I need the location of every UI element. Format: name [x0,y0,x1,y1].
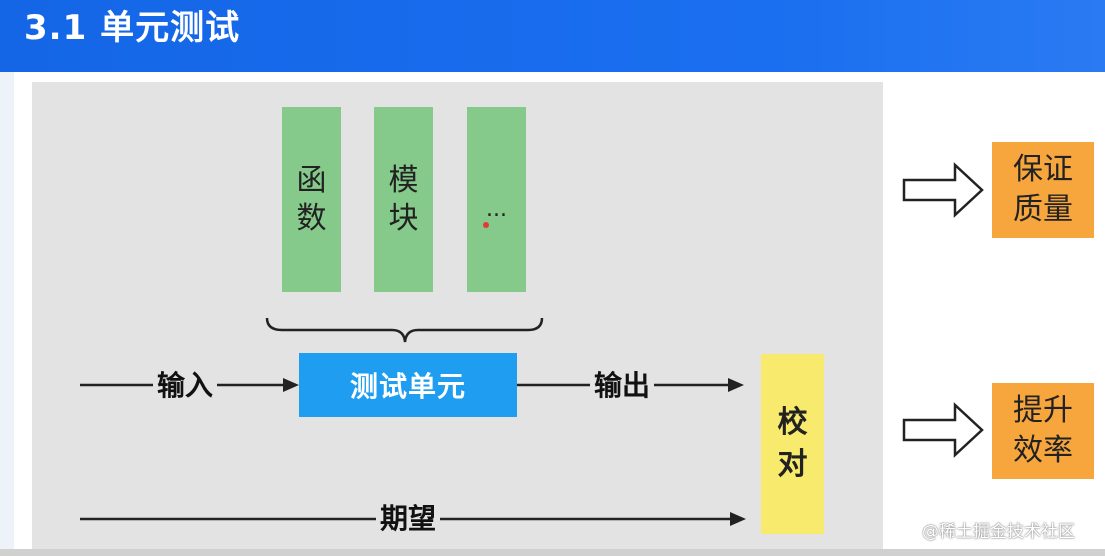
check-box: 校 对 [761,354,824,534]
cursor-dot [483,222,489,228]
function-box: 函 数 [282,107,341,292]
watermark: @稀土掘金技术社区 [922,522,1075,542]
input-label: 输入 [153,370,218,402]
group-brace [265,317,544,343]
efficiency-box: 提升 效率 [992,383,1094,479]
check-char-2: 对 [777,447,808,482]
more-ellipsis: ... [486,197,507,222]
check-char-1: 校 [777,405,808,440]
output-arrow-head [728,378,744,392]
function-char-1: 函 [296,163,327,198]
module-char-1: 模 [388,163,419,198]
efficiency-hollow-arrow [902,402,984,458]
diagram-panel [32,82,883,552]
quality-box: 保证 质量 [992,142,1094,238]
expect-arrow-head [730,512,746,526]
slide-title: 3.1 单元测试 [24,8,241,48]
quality-hollow-arrow [902,162,984,218]
efficiency-line-2: 效率 [1013,433,1073,468]
quality-line-1: 保证 [1013,152,1073,187]
module-char-2: 块 [388,201,419,236]
output-label: 输出 [590,370,655,402]
function-char-2: 数 [296,201,327,236]
more-box: ... [467,107,526,292]
left-strip [0,72,14,556]
quality-line-2: 质量 [1013,192,1073,227]
slide-header: 3.1 单元测试 [0,0,1105,72]
module-box: 模 块 [374,107,433,292]
bottom-bar [0,549,1105,556]
efficiency-line-1: 提升 [1013,393,1073,428]
test-unit-box: 测试单元 [299,353,517,417]
input-arrow-head [283,378,299,392]
expect-label: 期望 [376,503,441,535]
